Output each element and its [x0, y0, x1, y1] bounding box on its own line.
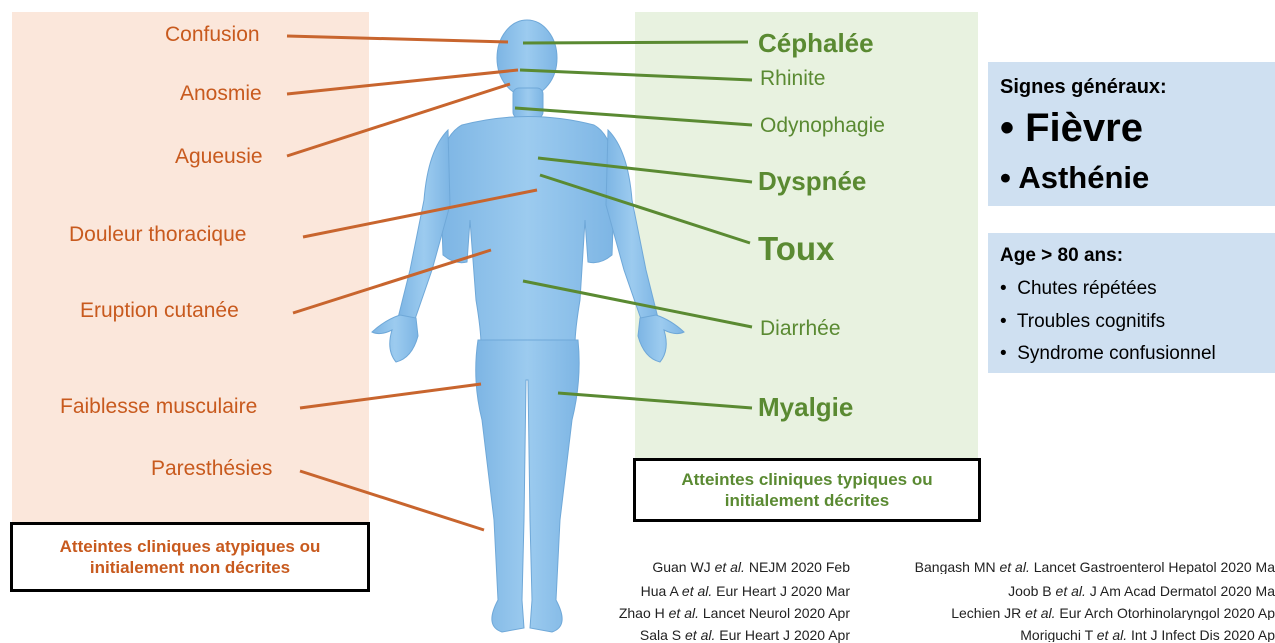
symptom-faiblesse-musculaire: Faiblesse musculaire: [60, 396, 257, 417]
connector-myalgie: [558, 393, 752, 408]
elderly-signs-box: Age > 80 ans: • Chutes répétées • Troubl…: [988, 233, 1275, 373]
symptom-rhinite: Rhinite: [760, 68, 825, 89]
atypical-category-box: Atteintes cliniques atypiques ou initial…: [10, 522, 370, 592]
atypical-title-line2: initialement non décrites: [13, 557, 367, 578]
connector-rhinite: [520, 70, 752, 80]
symptom-douleur-thoracique: Douleur thoracique: [69, 224, 246, 245]
connector-faiblesse-musculaire: [300, 384, 481, 408]
elderly-signs-title: Age > 80 ans:: [1000, 245, 1123, 267]
typical-title-line2: initialement décrites: [636, 490, 978, 511]
reference-left-3: Zhao H et al. Lancet Neurol 2020 Apr: [619, 606, 850, 620]
general-signs-box: Signes généraux: • Fièvre • Asthénie: [988, 62, 1275, 206]
reference-right-3: Lechien JR et al. Eur Arch Otorhinolaryn…: [951, 606, 1275, 620]
reference-right-1: Bangash MN et al. Lancet Gastroenterol H…: [915, 560, 1275, 574]
connector-confusion: [287, 36, 508, 42]
symptom-paresthesies: Paresthésies: [151, 458, 272, 479]
symptom-confusion: Confusion: [165, 24, 260, 45]
symptom-toux: Toux: [758, 232, 834, 265]
symptom-anosmie: Anosmie: [180, 83, 262, 104]
symptom-eruption-cutanee: Eruption cutanée: [80, 300, 239, 321]
reference-left-1: Guan WJ et al. NEJM 2020 Feb: [652, 560, 850, 574]
symptom-odynophagie: Odynophagie: [760, 115, 885, 136]
general-sign-asthenie: • Asthénie: [1000, 162, 1149, 193]
general-signs-title: Signes généraux:: [1000, 76, 1167, 99]
elderly-sign-troubles: • Troubles cognitifs: [1000, 312, 1165, 331]
atypical-title-line1: Atteintes cliniques atypiques ou: [13, 536, 367, 557]
symptom-myalgie: Myalgie: [758, 394, 853, 420]
symptom-diarrhee: Diarrhée: [760, 318, 841, 339]
elderly-sign-chutes: • Chutes répétées: [1000, 279, 1157, 298]
elderly-sign-syndrome: • Syndrome confusionnel: [1000, 344, 1216, 363]
connector-cephalee: [523, 42, 748, 43]
typical-category-box: Atteintes cliniques typiques ou initiale…: [633, 458, 981, 522]
connector-anosmie: [287, 70, 518, 94]
typical-title-line1: Atteintes cliniques typiques ou: [636, 469, 978, 490]
connector-eruption-cutanee: [293, 250, 491, 313]
reference-right-2: Joob B et al. J Am Acad Dermatol 2020 Ma: [1008, 584, 1275, 598]
general-sign-fievre: • Fièvre: [1000, 108, 1143, 148]
reference-left-2: Hua A et al. Eur Heart J 2020 Mar: [641, 584, 850, 598]
symptom-agueusie: Agueusie: [175, 146, 263, 167]
symptom-dyspnee: Dyspnée: [758, 168, 866, 194]
human-body-figure: [372, 20, 684, 632]
symptom-cephalee: Céphalée: [758, 30, 874, 56]
